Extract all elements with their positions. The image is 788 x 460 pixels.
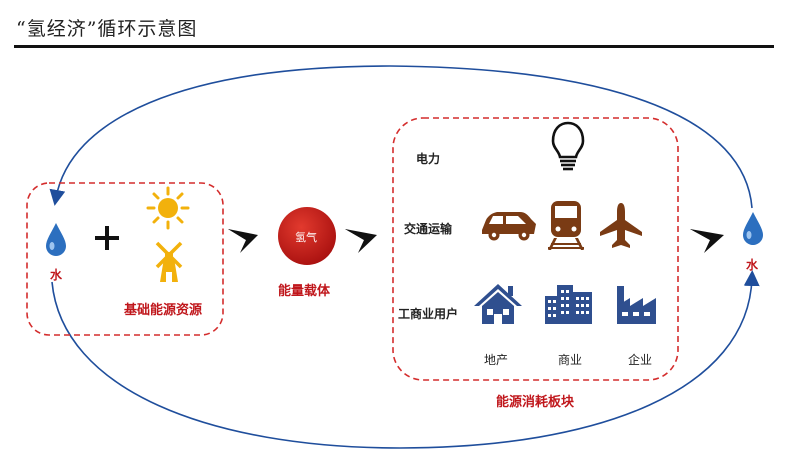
row-label-transport: 交通运输 bbox=[404, 222, 453, 236]
plus-icon bbox=[95, 226, 119, 250]
water-label-right: 水 bbox=[746, 258, 759, 272]
title-underline bbox=[14, 45, 774, 48]
factory-icon bbox=[617, 286, 656, 324]
bottom-loop-arrow bbox=[51, 270, 760, 449]
basic-resources-label: 基础能源资源 bbox=[124, 303, 203, 318]
airplane-icon bbox=[600, 203, 642, 248]
basic-resources-box bbox=[26, 182, 224, 336]
row-label-industrial: 工商业用户 bbox=[398, 307, 459, 321]
sublabel-real-estate: 地产 bbox=[484, 353, 509, 367]
chevron-arrow-2-icon bbox=[345, 229, 377, 253]
top-loop-arrow bbox=[49, 65, 753, 209]
water-label-left: 水 bbox=[50, 268, 63, 282]
buildings-icon bbox=[545, 285, 592, 324]
consumption-block-label: 能源消耗板块 bbox=[496, 395, 575, 410]
sublabel-enterprise: 企业 bbox=[628, 353, 653, 367]
chevron-arrow-1-icon bbox=[228, 229, 258, 253]
windmill-icon bbox=[155, 241, 183, 282]
hydrogen-label: 氢气 bbox=[295, 231, 317, 244]
water-drop-right-icon bbox=[743, 212, 763, 245]
house-icon bbox=[474, 284, 522, 324]
sun-icon bbox=[146, 186, 190, 230]
hydrogen-circle bbox=[278, 207, 336, 265]
row-label-power: 电力 bbox=[416, 152, 441, 166]
diagram-title: “氢经济”循环示意图 bbox=[16, 18, 198, 40]
water-drop-left-icon bbox=[46, 223, 66, 256]
sublabel-commerce: 商业 bbox=[558, 353, 583, 367]
chevron-arrow-3-icon bbox=[690, 229, 724, 253]
train-icon bbox=[548, 201, 584, 250]
energy-carrier-label: 能量载体 bbox=[278, 284, 331, 299]
car-icon bbox=[482, 212, 536, 241]
consumption-box bbox=[392, 117, 679, 381]
light-bulb-icon bbox=[551, 121, 585, 171]
